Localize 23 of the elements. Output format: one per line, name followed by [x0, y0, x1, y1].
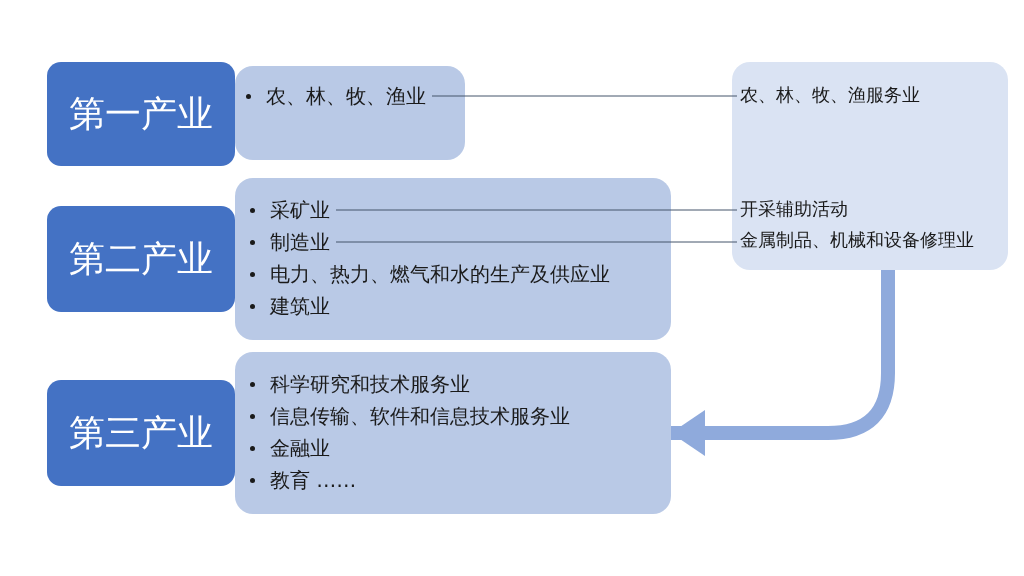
list-item: 信息传输、软件和信息技术服务业 — [270, 406, 570, 426]
list-panel — [235, 66, 465, 160]
list-item: 农、林、牧、渔服务业 — [740, 86, 920, 104]
list-item: 金属制品、机械和设备修理业 — [740, 231, 974, 249]
sector-box: 第三产业 — [47, 380, 235, 486]
list-panel — [732, 62, 1008, 270]
sector-box: 第二产业 — [47, 206, 235, 312]
list-item: 金融业 — [270, 438, 330, 458]
connector-line — [335, 209, 738, 211]
list-panel — [235, 178, 671, 340]
connector-line — [431, 95, 738, 97]
list-item: 建筑业 — [270, 296, 330, 316]
curved-arrow — [671, 270, 895, 456]
list-item: 农、林、牧、渔业 — [266, 86, 426, 106]
list-item: 采矿业 — [270, 200, 330, 220]
connector-line — [335, 241, 738, 243]
list-item: 开采辅助活动 — [740, 200, 848, 218]
list-item: 制造业 — [270, 232, 330, 252]
list-item: 科学研究和技术服务业 — [270, 374, 470, 394]
list-item: 电力、热力、燃气和水的生产及供应业 — [270, 264, 610, 284]
list-panel — [235, 352, 671, 514]
sector-box: 第一产业 — [47, 62, 235, 166]
list-item: 教育 …… — [270, 470, 357, 490]
